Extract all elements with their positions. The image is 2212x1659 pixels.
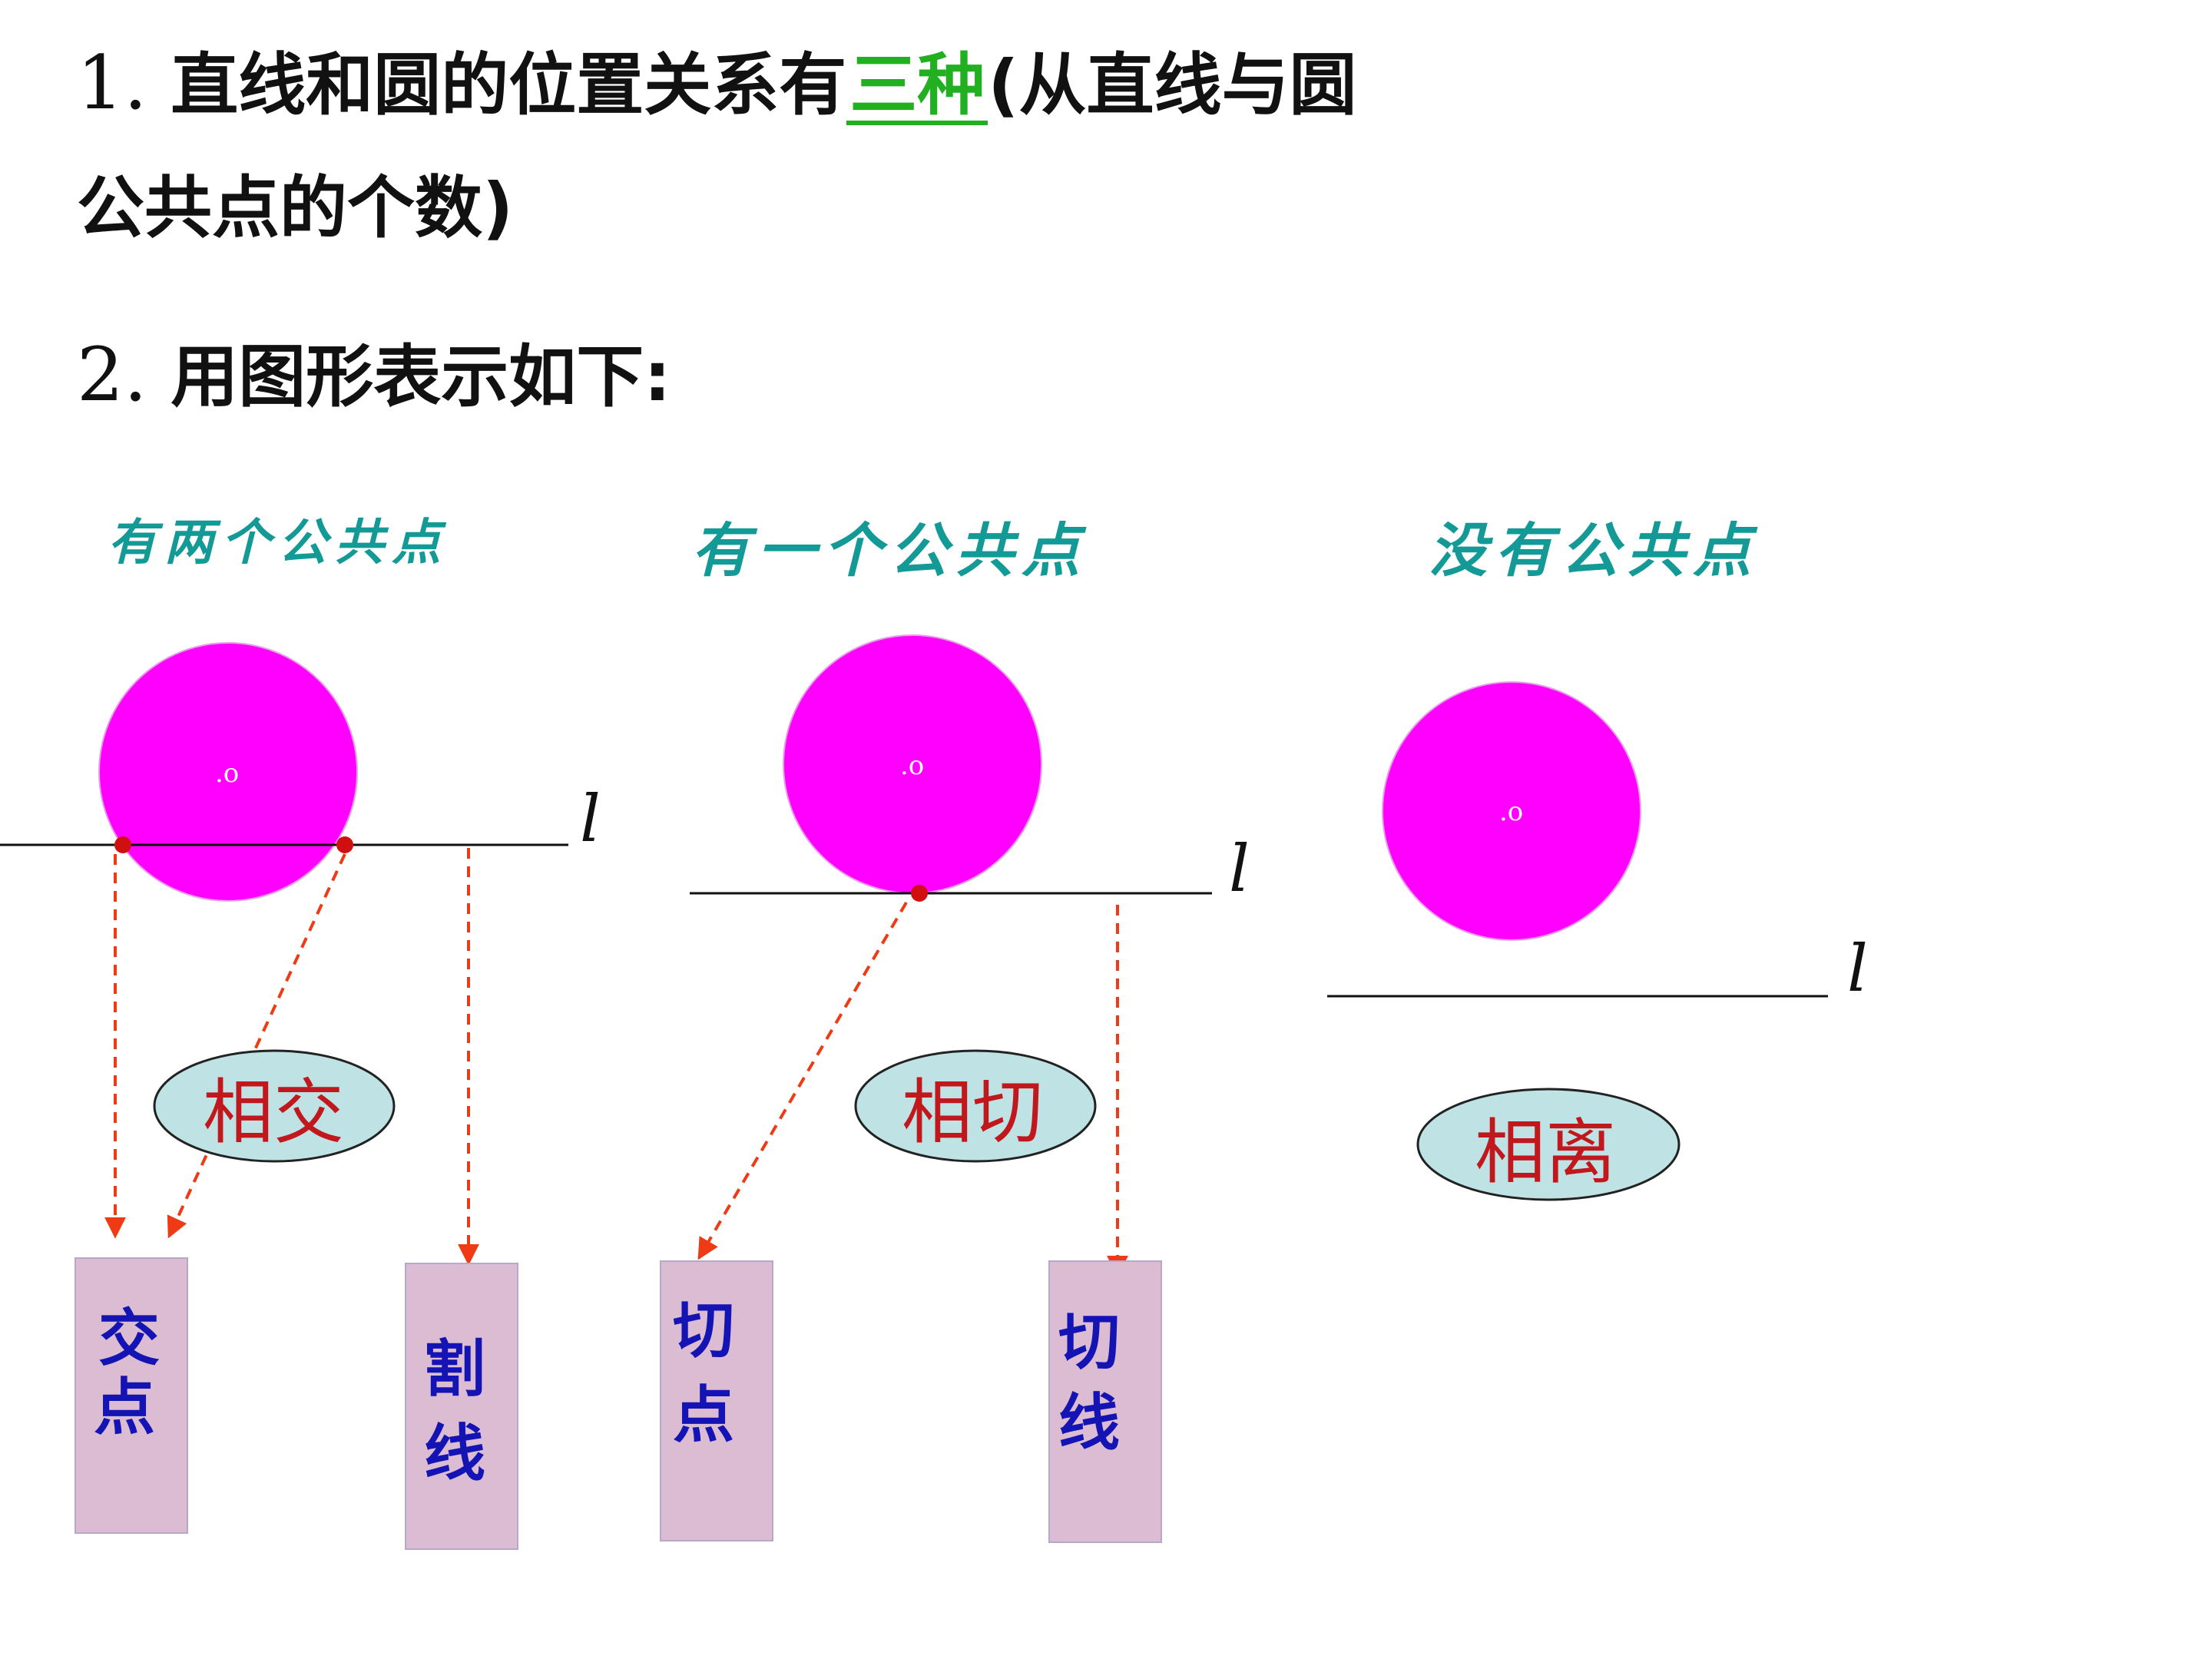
intersection-point-left [114,836,131,853]
arrow-to-tangent-point [697,901,908,1260]
box-tangent-point-char-2: 点 [673,1379,734,1451]
box-intersection-point-char-1: 交 [98,1302,160,1374]
arrow-to-intersection-point-2 [167,853,346,1239]
circle-center-label: .o [1499,796,1523,827]
item-number-2: 2. [77,332,147,418]
circle-center-label: .o [900,750,924,781]
case-tangent: .o l 相切 切 点 切 线 [660,634,1250,1543]
case-separate: .o l 相离 [1327,681,1868,1201]
circle-separate [1382,681,1641,941]
intro-line-2: 公共点的个数) [77,154,513,251]
relation-ellipse-separate [1416,1088,1681,1201]
relation-label-separate: 相离 [1475,1111,1616,1194]
box-secant-char-1: 割 [424,1333,485,1405]
case-title-one-point: 有一个公共点 [691,516,1088,584]
box-tangent-point-char-1: 切 [673,1294,734,1366]
intro-text-2: 公共点的个数) [77,168,514,247]
box-tangent-line-char-1: 切 [1058,1306,1120,1378]
relation-label-intersect: 相交 [203,1071,344,1154]
box-tangent-line-char-2: 线 [1058,1386,1120,1459]
relation-ellipse-intersect [153,1049,396,1163]
intersection-point-right [336,836,353,853]
box-tangent-point [660,1260,773,1541]
circle-center-label: .o [215,758,239,789]
case-title-two-points: 有两个公共点 [108,514,449,571]
box-secant-char-2: 线 [424,1417,485,1489]
box-intersection-point-char-2: 点 [94,1371,155,1443]
intro-text-1-tail: (从直线与圆 [988,45,1357,124]
item-number-1: 1. [77,40,147,126]
line-label-l: l [1229,831,1250,906]
intro-line-3: 2. 用图形表示如下: [77,323,671,420]
intro-line-1: 1. 直线和圆的位置关系有三种(从直线与圆 [77,31,1357,128]
box-secant [405,1263,518,1550]
intro-text-1: 直线和圆的位置关系有 [171,45,847,124]
box-intersection-point [75,1257,188,1534]
answer-three-kinds: 三种 [846,49,988,126]
case-title-no-points: 没有公共点 [1429,516,1759,584]
case-intersect: .o l 相交 交 点 割 线 [0,642,601,1550]
box-tangent-line [1048,1260,1162,1543]
relation-ellipse-tangent [854,1049,1097,1163]
line-label-l: l [1847,931,1868,1006]
tangent-point [911,885,928,902]
relation-label-tangent: 相切 [902,1071,1043,1154]
circle-intersect [98,642,358,902]
line-label-l: l [580,781,601,856]
intro-text-3: 用图形表示如下: [171,337,671,416]
